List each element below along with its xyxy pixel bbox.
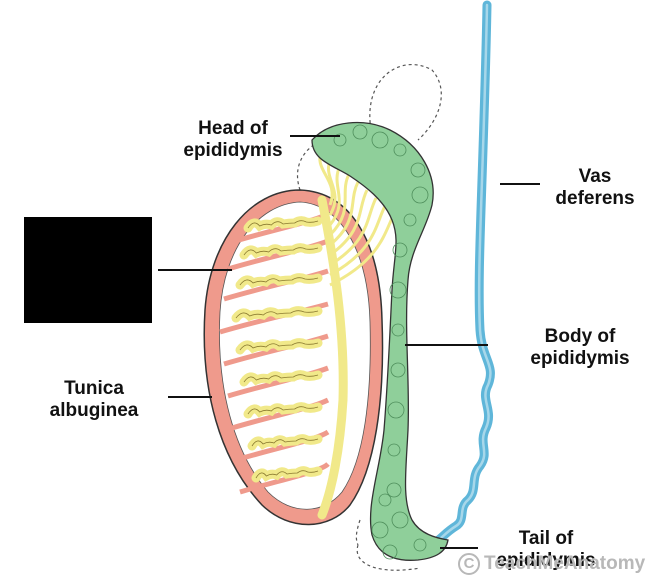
lobule-outline bbox=[243, 247, 319, 256]
efferent-ductule bbox=[328, 173, 351, 237]
septa-and-lobules bbox=[219, 211, 330, 495]
watermark-text: TeachMeAnatomy bbox=[484, 553, 646, 574]
epididymis-coil bbox=[390, 362, 406, 378]
lobule-outline bbox=[239, 277, 319, 286]
epididymis-coil bbox=[403, 213, 417, 227]
efferent-ductule bbox=[329, 181, 360, 247]
rete-testis bbox=[317, 195, 348, 520]
epididymis-coil bbox=[371, 521, 389, 539]
epididymis-coil bbox=[413, 538, 427, 552]
lobule-outline bbox=[247, 220, 319, 229]
vas-deferens bbox=[427, 0, 495, 550]
epididymis-coil bbox=[392, 242, 408, 258]
epididymis bbox=[311, 121, 449, 561]
epididymis-coil bbox=[378, 493, 392, 507]
epididymis-coil bbox=[391, 323, 405, 337]
epididymis-coil bbox=[382, 544, 398, 560]
redacted-label-box bbox=[24, 217, 152, 323]
epididymis-coil bbox=[371, 131, 389, 149]
efferent-ductule bbox=[329, 189, 369, 257]
testis bbox=[203, 189, 384, 526]
label-tail-of-epididymis: Tail of epididymis bbox=[496, 528, 596, 571]
label-tunica-albuginea: Tunica albuginea bbox=[49, 378, 139, 421]
watermark: C TeachMeAnatomy bbox=[458, 551, 656, 580]
epididymis-coil bbox=[389, 281, 407, 299]
efferent-ductule bbox=[329, 205, 387, 277]
lobule-outline bbox=[243, 374, 319, 383]
epididymis-coil bbox=[387, 443, 401, 457]
tunica-vaginalis-outline bbox=[296, 64, 442, 571]
epididymis-coil bbox=[352, 124, 368, 140]
epididymis-coil bbox=[387, 401, 405, 419]
lobule-outline bbox=[255, 470, 319, 479]
lobule-outline bbox=[239, 342, 319, 351]
watermark-logo-icon: C bbox=[458, 553, 480, 575]
label-vas-deferens: Vas deferens bbox=[555, 166, 635, 209]
efferent-ductules bbox=[318, 149, 396, 287]
label-head-of-epididymis: Head of epididymis bbox=[183, 118, 283, 161]
epididymis-texture bbox=[333, 124, 429, 560]
epididymis-coil bbox=[333, 133, 347, 147]
lobule-outline bbox=[247, 406, 319, 415]
lobule-outline bbox=[235, 310, 319, 319]
vas-deferens-highlight bbox=[430, 3, 492, 547]
epididymis-body bbox=[311, 121, 449, 561]
efferent-ductule bbox=[329, 213, 396, 287]
epididymis-coil bbox=[393, 143, 407, 157]
label-body-of-epididymis: Body of epididymis bbox=[530, 326, 630, 369]
lobule-outline bbox=[251, 438, 319, 447]
epididymis-coil bbox=[411, 186, 429, 204]
epididymis-coil bbox=[410, 162, 426, 178]
efferent-ductule bbox=[329, 197, 378, 267]
epididymis-coil bbox=[391, 511, 409, 529]
efferent-ductule bbox=[328, 165, 342, 226]
epididymis-coil bbox=[386, 482, 402, 498]
